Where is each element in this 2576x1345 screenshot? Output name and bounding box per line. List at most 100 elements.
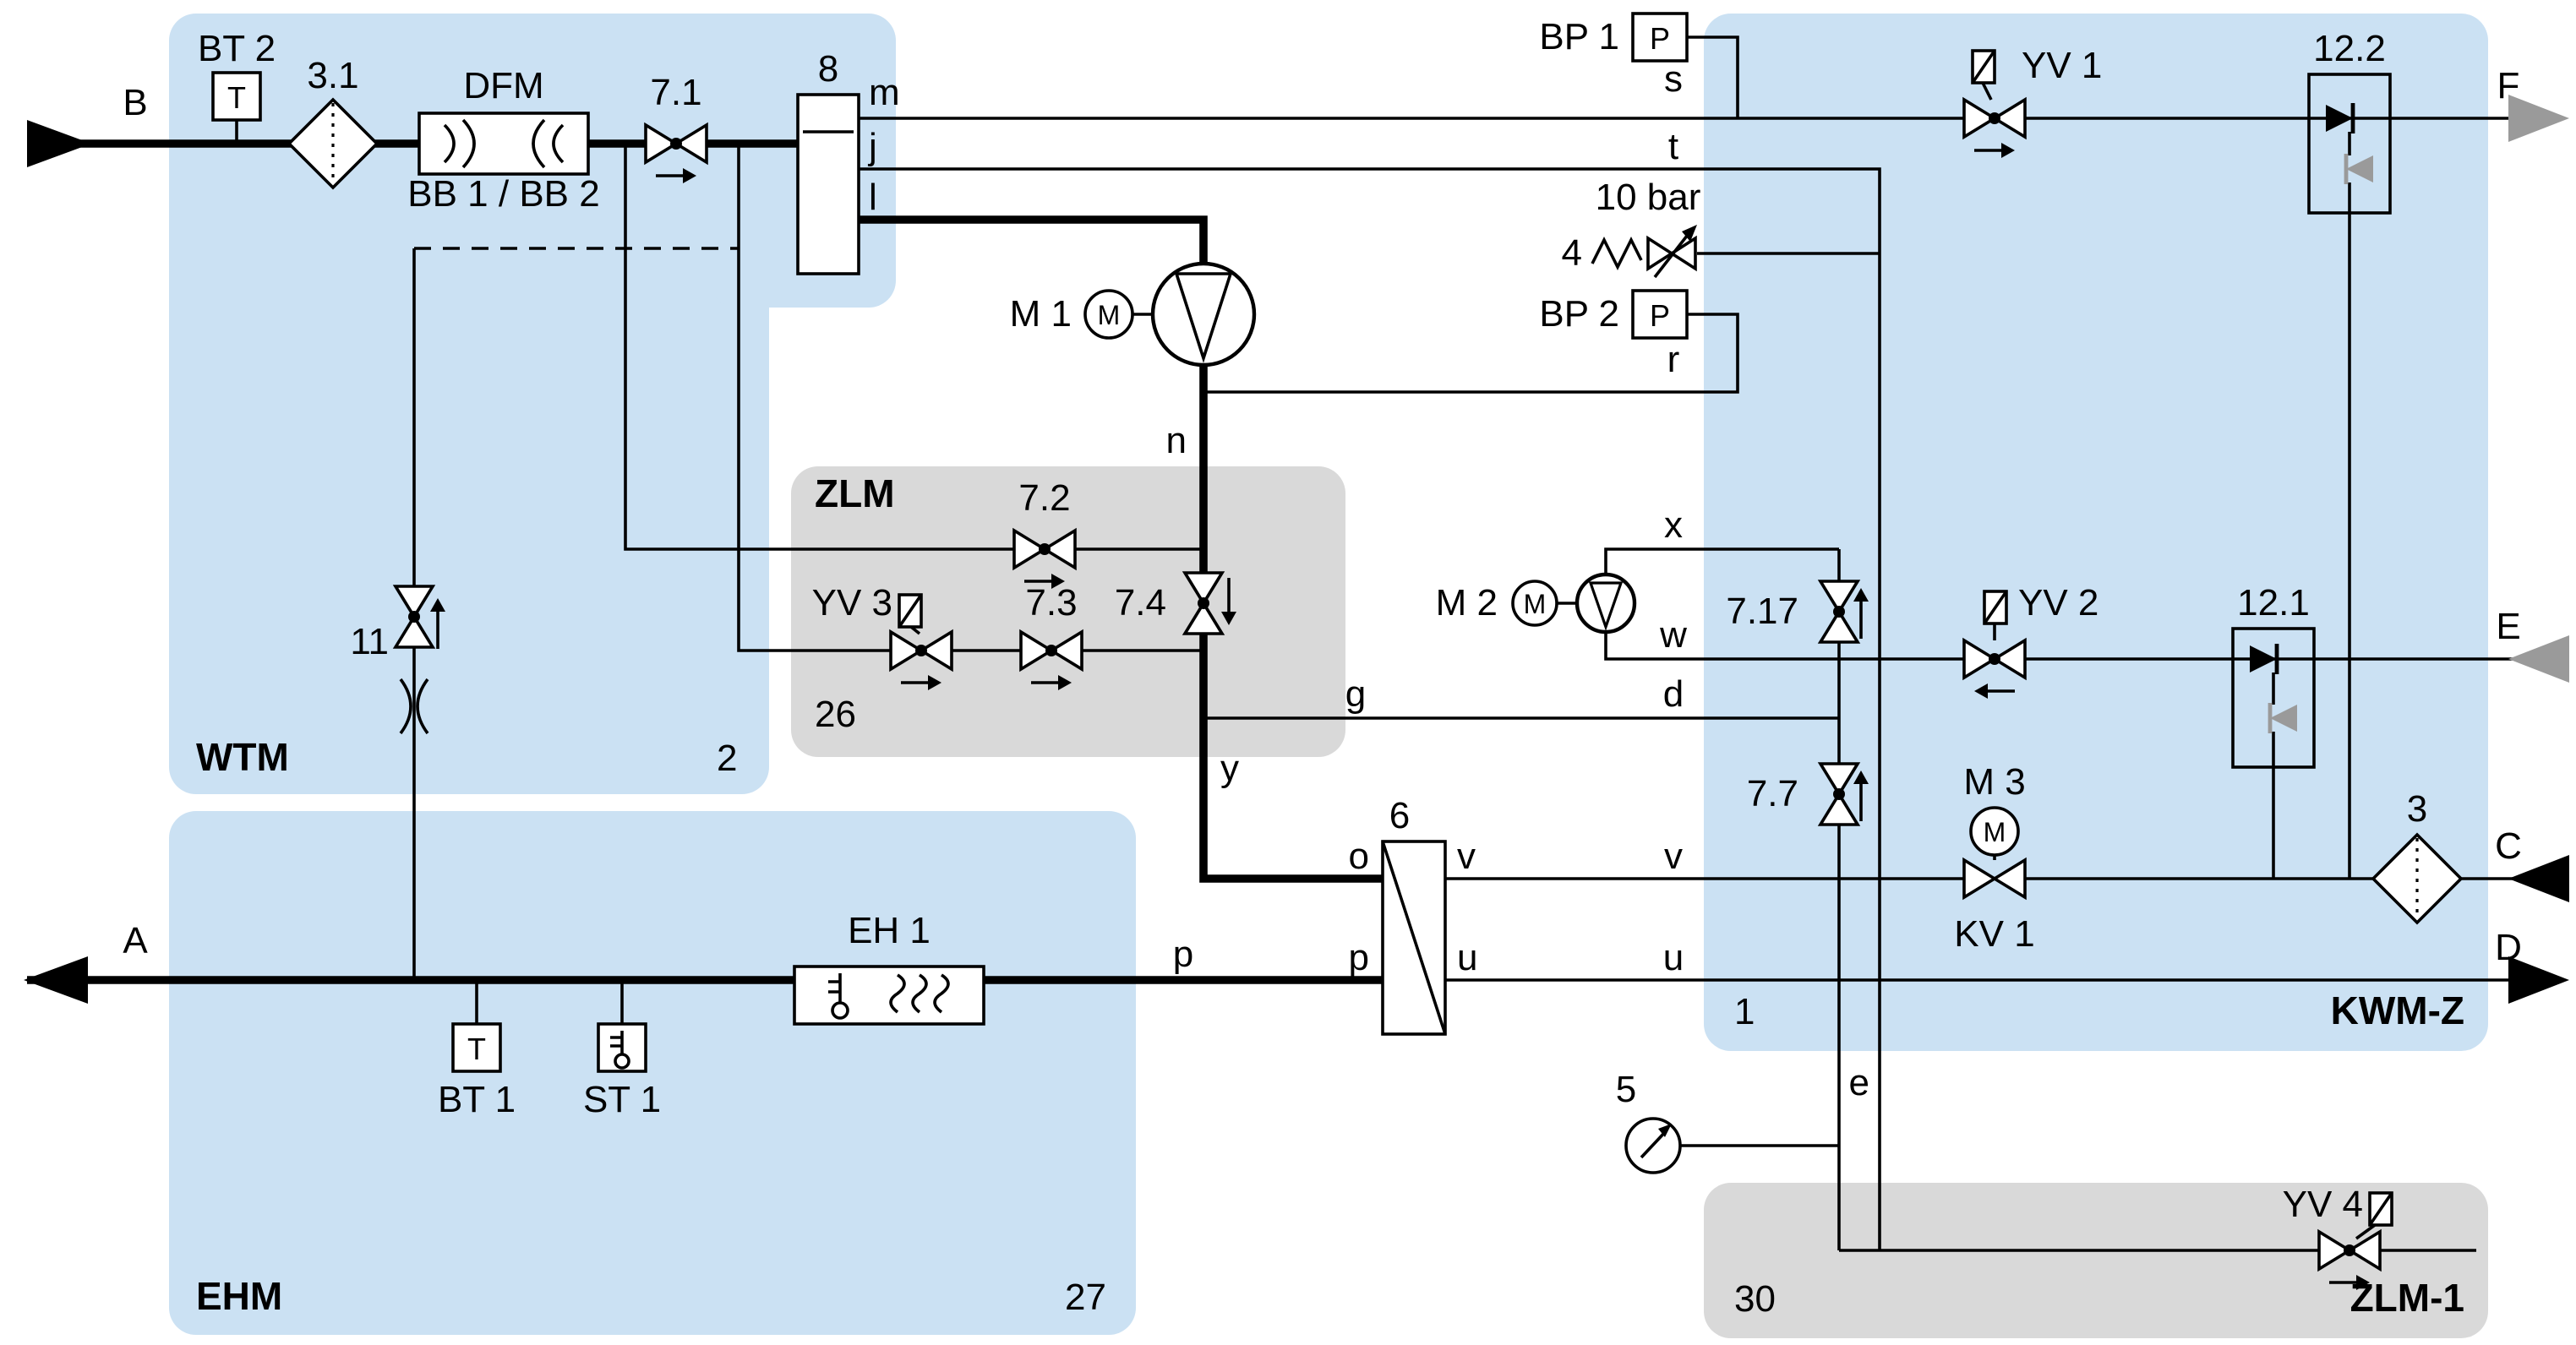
pipe-bp1-tap (1687, 35, 1739, 118)
pipe-w (1604, 632, 2515, 661)
heater-eh1-label: EH 1 (848, 910, 931, 951)
motor-icon (1083, 289, 1134, 340)
dfm-label: DFM (463, 65, 543, 106)
valve-yv4: YV 4 (2283, 1184, 2393, 1290)
line-t-label: t (1668, 126, 1678, 167)
valve-7-3-label: 7.3 (1025, 582, 1077, 623)
relief-4-setting: 10 bar (1596, 177, 1701, 218)
tank-8: 8 (796, 48, 860, 275)
line-g-label: g (1345, 673, 1366, 715)
filter-3-1: 3.1 (287, 55, 379, 190)
check-valve-12-1: 12.1 (2231, 582, 2316, 769)
module-zlm1-number: 30 (1734, 1278, 1776, 1320)
sensor-st1: ST 1 (583, 1022, 661, 1120)
st1-label: ST 1 (583, 1079, 661, 1120)
module-wtm-label: WTM (196, 735, 289, 779)
line-v-hx-label: v (1457, 836, 1476, 877)
port-b-arrow-icon (27, 120, 91, 167)
filter-3-1-label: 3.1 (307, 55, 358, 96)
motor-m3-label: M 3 (1963, 761, 2025, 803)
pump-icon (1150, 261, 1257, 368)
flow-meter-dfm: DFM BB 1 / BB 2 (407, 65, 599, 215)
check-valve-gray-icon (2270, 705, 2297, 732)
valve-7-4-label: 7.4 (1115, 582, 1166, 623)
line-y-label: y (1220, 748, 1239, 789)
bt2-label: BT 2 (198, 28, 276, 69)
valve-7-1-label: 7.1 (650, 72, 701, 113)
valve-11: 11 (350, 585, 445, 735)
module-zlm-label: ZLM (815, 471, 895, 515)
module-zlm-number: 26 (815, 694, 856, 735)
line-p-label: p (1173, 934, 1193, 975)
pipe-l (859, 215, 1208, 267)
m3-motor-letter: M (1984, 817, 2006, 847)
valve-7-3: 7.3 (1019, 582, 1083, 690)
spring-icon (1591, 236, 1643, 271)
line-u-label: u (1663, 937, 1684, 978)
valve-yv2: YV 2 (1962, 582, 2098, 699)
bt1-label: BT 1 (438, 1079, 516, 1120)
line-m-label: m (869, 72, 900, 113)
relief-valve-4: 4 10 bar (1562, 177, 1701, 279)
valve-yv3: YV 3 (812, 582, 953, 690)
valve-7-1: 7.1 (644, 72, 708, 183)
orifice-icon (399, 678, 429, 735)
sensor-bp1: P BP 1 (1539, 12, 1689, 63)
port-b-label: B (123, 82, 147, 123)
line-w-label: w (1659, 614, 1687, 656)
pipe-n-y-o (1199, 362, 1383, 883)
module-ehm-label: EHM (196, 1274, 282, 1318)
valve-7-2: 7.2 (1012, 477, 1077, 589)
valve-yv1-label: YV 1 (2022, 45, 2102, 86)
ultrasonic-emitter-icon (443, 118, 476, 169)
pipe-bp2-r (1203, 313, 1739, 394)
pump-m2-label: M 2 (1436, 582, 1498, 623)
check-valve-icon (2250, 645, 2277, 672)
pump-m1-label: M 1 (1010, 293, 1072, 335)
line-r-label: r (1667, 339, 1680, 380)
motor-valve-kv1: M M 3 KV 1 (1954, 761, 2034, 955)
check-valve-gray-icon (2346, 155, 2373, 182)
pressure-gauge-5: 5 (1616, 1069, 1682, 1174)
bp2-label: BP 2 (1539, 293, 1619, 335)
port-d-arrow-icon (2508, 956, 2569, 1004)
pipe-x (1604, 547, 1839, 574)
valve-7-2-label: 7.2 (1018, 477, 1070, 519)
pipes-thick (27, 139, 1383, 984)
valve-7-7: 7.7 (1747, 762, 1869, 826)
line-o-label: o (1349, 836, 1369, 877)
adjust-arrow-icon (1653, 230, 1692, 279)
line-d-label: d (1663, 673, 1684, 715)
port-c-arrow-icon (2508, 855, 2569, 902)
m1-motor-letter: M (1098, 300, 1121, 330)
line-labels: m j l s t r n x w g d y o p p v v u u e (867, 58, 1869, 1103)
valve-kv1-label: KV 1 (1954, 913, 2034, 955)
sensor-bp2: P BP 2 (1539, 289, 1689, 340)
pump-m1: M M 1 (1010, 261, 1257, 368)
tank-8-label: 8 (818, 48, 838, 90)
heat-exchanger-6-label: 6 (1389, 795, 1410, 836)
bp1-letter: P (1650, 21, 1670, 56)
line-l-label: l (869, 177, 877, 218)
module-labels: WTM 2 ZLM 26 EHM 27 1 KWM-Z 30 ZLM-1 (196, 471, 2464, 1320)
module-ehm-number: 27 (1065, 1277, 1106, 1318)
module-wtm-number: 2 (717, 738, 737, 779)
port-a-label: A (123, 920, 148, 961)
m2-motor-letter: M (1524, 589, 1547, 619)
module-zlm1-label: ZLM-1 (2350, 1276, 2464, 1320)
check-valve-12-2: 12.2 (2307, 28, 2392, 215)
port-e-label: E (2496, 606, 2520, 647)
region-kwmz (1704, 14, 2488, 1051)
line-v-label: v (1664, 836, 1683, 877)
pump-triangle-icon (1174, 272, 1233, 363)
module-kwmz-number: 1 (1734, 991, 1755, 1032)
line-u-hx-label: u (1457, 937, 1477, 978)
pump-triangle-icon (1588, 581, 1624, 631)
port-labels: B A F E C D (123, 65, 2522, 968)
thermometer-icon (610, 1031, 630, 1070)
sensor-bt1: T BT 1 (438, 1022, 516, 1120)
relief-4-label: 4 (1562, 232, 1582, 274)
bp1-label: BP 1 (1539, 16, 1619, 57)
region-zlm1 (1704, 1183, 2488, 1338)
